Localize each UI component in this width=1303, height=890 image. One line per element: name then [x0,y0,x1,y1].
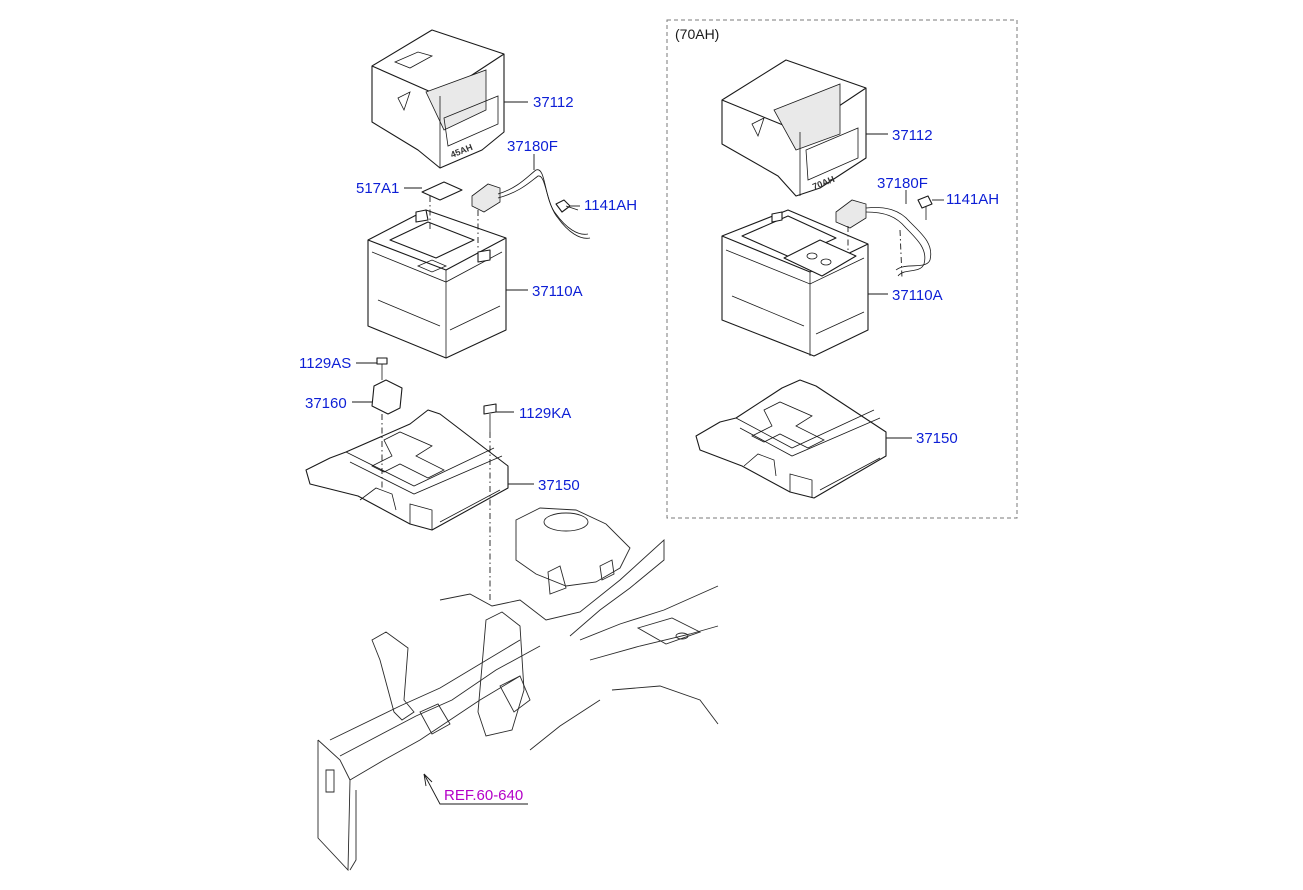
variant-frame [666,19,1018,519]
callout-insulator-left[interactable]: 517A1 [356,180,399,197]
left-tray-cover: 45AH [371,29,505,169]
callout-tray-right[interactable]: 37150 [916,430,958,447]
callout-tray-bolt-left[interactable]: 1129KA [519,405,571,422]
callout-cable-right[interactable]: 37180F [877,175,928,192]
right-battery [721,209,869,357]
right-tray-cover: 70AH [721,59,867,197]
left-insulator-pad [421,181,463,201]
left-clamp-bolt [376,357,388,380]
callout-battery-left[interactable]: 37110A [532,283,583,300]
vehicle-body-structure [317,507,719,872]
callout-cable-left[interactable]: 37180F [507,138,558,155]
callout-cable-bolt-right[interactable]: 1141AH [946,191,999,208]
left-battery-clamp [371,379,403,415]
left-battery [367,209,507,359]
ref-label[interactable]: REF.60-640 [444,787,523,804]
ref-leader [423,773,528,805]
left-battery-tray [305,409,509,531]
callout-clamp-bolt-left[interactable]: 1129AS [299,355,351,372]
callout-tray-cover-right[interactable]: 37112 [892,127,933,144]
right-cable-bolt [917,195,933,220]
right-battery-tray [695,379,887,499]
right-align-line-2 [899,229,903,279]
left-battery-cable [471,169,591,239]
callout-clamp-left[interactable]: 37160 [305,395,347,412]
variant-label: (70AH) [675,26,719,42]
right-battery-cable [835,199,932,277]
callout-cable-bolt-left[interactable]: 1141AH [584,197,637,214]
callout-battery-right[interactable]: 37110A [892,287,943,304]
left-tray-bolt [483,403,497,432]
ref-arrowhead [423,773,433,787]
callout-tray-left[interactable]: 37150 [538,477,580,494]
callout-tray-cover-left[interactable]: 37112 [533,94,574,111]
